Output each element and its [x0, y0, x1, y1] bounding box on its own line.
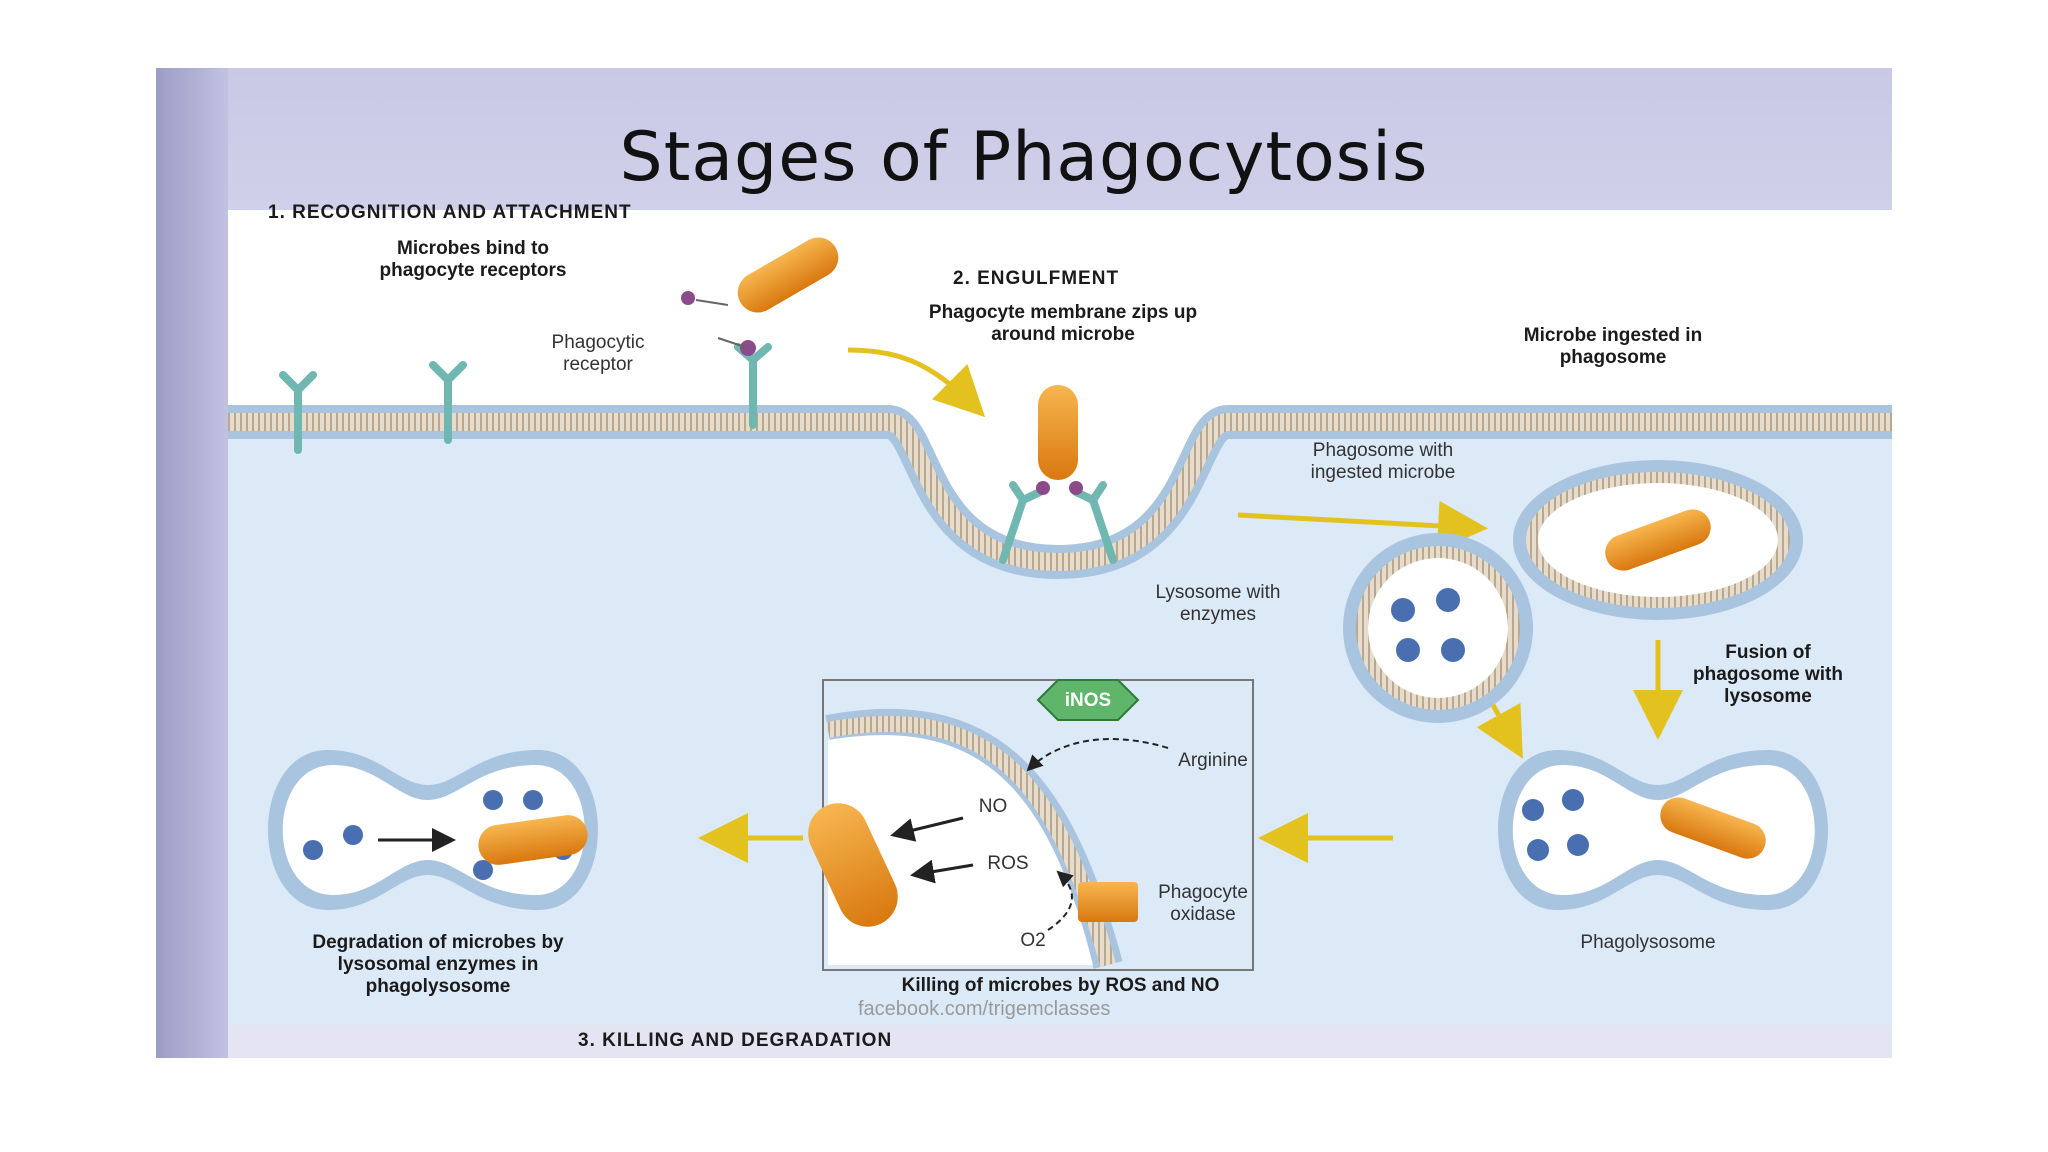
- label-degradation: Degradation of microbes by lysosomal enz…: [312, 932, 564, 997]
- label-fusion: Fusion of phagosome with lysosome: [1693, 642, 1843, 707]
- label-microbe-ingested: Microbe ingested in phagosome: [1523, 325, 1703, 368]
- receptor-2: [429, 361, 467, 444]
- stage-3-label: 3. KILLING AND DEGRADATION: [578, 1030, 893, 1051]
- cell-membrane-core: [228, 413, 1892, 572]
- label-phagocyte-oxidase: Phagocyte oxidase: [1158, 882, 1248, 925]
- label-lysosome: Lysosome with enzymes: [1155, 582, 1281, 625]
- ligand: [681, 291, 695, 305]
- label-phagocytic-receptor: Phagocytic receptor: [551, 332, 645, 375]
- watermark: facebook.com/trigemclasses: [858, 998, 1111, 1020]
- diagram-figure: 1. RECOGNITION AND ATTACHMENT 2. ENGULFM…: [228, 202, 1892, 1051]
- phagocyte-oxidase-box: [1078, 882, 1138, 922]
- label-microbes-bind: Microbes bind to phagocyte receptors: [379, 238, 567, 281]
- label-killing: Killing of microbes by ROS and NO: [901, 975, 1220, 996]
- microbe-killed: [808, 803, 898, 927]
- label-membrane-zips: Phagocyte membrane zips up around microb…: [928, 302, 1198, 345]
- label-ros: ROS: [987, 853, 1029, 874]
- label-no: NO: [978, 796, 1008, 817]
- label-phagosome-ingested: Phagosome with ingested microbe: [1310, 440, 1456, 483]
- receptor-1: [279, 371, 317, 454]
- slide-left-band: [156, 68, 228, 1058]
- slide-title: Stages of Phagocytosis: [619, 118, 1429, 197]
- label-inos: iNOS: [1064, 690, 1112, 711]
- microbe-engulfed: [1038, 385, 1078, 480]
- inos-badge: [1036, 679, 1140, 721]
- microbe-attaching: [737, 237, 839, 313]
- label-arginine: Arginine: [1178, 750, 1248, 771]
- label-o2: O2: [1020, 930, 1046, 951]
- stage-2-label: 2. ENGULFMENT: [953, 268, 1120, 289]
- label-phagolysosome: Phagolysosome: [1580, 932, 1716, 953]
- phagocytosis-diagram: [228, 237, 1892, 1025]
- stage-1-label: 1. RECOGNITION AND ATTACHMENT: [268, 202, 632, 223]
